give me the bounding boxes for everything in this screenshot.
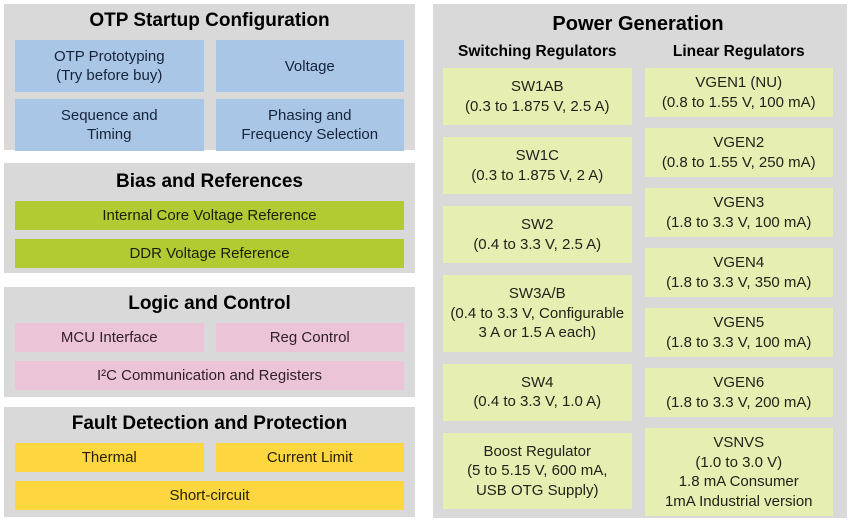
box-line: Boost Regulator xyxy=(483,442,592,460)
box-line: SW1C xyxy=(515,147,559,164)
logic-bars: I²C Communication and Registers xyxy=(15,361,404,390)
boost-regulator-box: Boost Regulator (5 to 5.15 V, 600 mA, USB … xyxy=(443,432,632,509)
vgen6-box: VGEN6 (1.8 to 3.3 V, 200 mA) xyxy=(644,368,833,417)
box-line: (0.8 to 1.55 V, 100 mA) xyxy=(661,93,816,111)
regulator-columns: Switching Regulators SW1AB (0.3 to 1.875 … xyxy=(443,42,833,516)
vgen3-box: VGEN3 (1.8 to 3.3 V, 100 mA) xyxy=(644,188,833,237)
box-line: (1.0 to 3.0 V) xyxy=(695,453,783,471)
section-otp-startup-configuration: OTP Startup Configuration OTP Prototypin… xyxy=(4,4,415,151)
reg-control-box: Reg Control xyxy=(215,323,404,352)
section-fault-detection-and-protection: Fault Detection and Protection Thermal Cu… xyxy=(4,407,415,517)
box-line: Frequency Selection xyxy=(241,126,379,143)
box-line: Thermal xyxy=(81,449,137,466)
fault-bars: Short-circuit xyxy=(15,481,404,510)
section-power-generation: Power Generation Switching Regulators SW… xyxy=(433,4,847,518)
box-line: (0.3 to 1.875 V, 2.5 A) xyxy=(464,97,610,115)
box-line: SW3A/B xyxy=(508,285,566,302)
box-line: SW4 xyxy=(520,373,554,391)
box-line: VGEN5 xyxy=(713,314,765,331)
box-line: MCU Interface xyxy=(60,329,158,346)
thermal-box: Thermal xyxy=(15,443,204,472)
box-line: VSNVS xyxy=(713,434,765,451)
switching-regulators-column: Switching Regulators SW1AB (0.3 to 1.875 … xyxy=(443,42,632,516)
box-line: VGEN6 xyxy=(713,374,765,391)
logic-grid: MCU Interface Reg Control xyxy=(15,323,404,352)
section-logic-and-control: Logic and Control MCU Interface Reg Contr… xyxy=(4,287,415,397)
box-line: (0.4 to 3.3 V, 1.0 A) xyxy=(473,393,602,410)
sw2-box: SW2 (0.4 to 3.3 V, 2.5 A) xyxy=(443,206,632,263)
logic-section-title: Logic and Control xyxy=(128,293,291,314)
box-line: Voltage xyxy=(284,57,335,75)
fault-section-title: Fault Detection and Protection xyxy=(71,413,348,434)
vgen1-box: VGEN1 (NU) (0.8 to 1.55 V, 100 mA) xyxy=(644,68,833,117)
box-line: (Try before buy) xyxy=(56,67,163,84)
bias-section-title: Bias and References xyxy=(116,171,303,192)
ddr-voltage-reference-bar: DDR Voltage Reference xyxy=(15,239,404,268)
linear-regulators-header: Linear Regulators xyxy=(672,43,805,60)
box-line: Current Limit xyxy=(266,449,353,466)
box-line: (0.4 to 3.3 V, 2.5 A) xyxy=(473,235,602,253)
internal-core-voltage-reference-bar: Internal Core Voltage Reference xyxy=(15,201,404,230)
box-line: I²C Communication and Registers xyxy=(96,367,323,384)
box-line: Reg Control xyxy=(269,329,350,346)
box-line: (5 to 5.15 V, 600 mA, xyxy=(467,462,608,479)
fault-grid: Thermal Current Limit xyxy=(15,443,404,472)
section-bias-and-references: Bias and References Internal Core Voltag… xyxy=(4,163,415,273)
otp-prototyping-box: OTP Prototyping (Try before buy) xyxy=(15,40,204,92)
box-line: VGEN4 xyxy=(713,254,765,271)
box-line: Sequence and xyxy=(60,107,158,124)
i2c-communication-registers-bar: I²C Communication and Registers xyxy=(15,361,404,390)
switching-regulators-header: Switching Regulators xyxy=(458,43,617,60)
box-line: Short-circuit xyxy=(169,487,250,504)
vgen4-box: VGEN4 (1.8 to 3.3 V, 350 mA) xyxy=(644,248,833,297)
box-line: 1.8 mA Consumer xyxy=(678,473,799,490)
box-line: (1.8 to 3.3 V, 350 mA) xyxy=(666,273,812,291)
mcu-interface-box: MCU Interface xyxy=(15,323,204,352)
sw3ab-box: SW3A/B (0.4 to 3.3 V, Configurable 3 A or … xyxy=(443,275,632,352)
switching-regulator-list: SW1AB (0.3 to 1.875 V, 2.5 A) SW1C (0.3 to … xyxy=(443,68,632,509)
box-line: (1.8 to 3.3 V, 100 mA) xyxy=(666,213,812,231)
vgen5-box: VGEN5 (1.8 to 3.3 V, 100 mA) xyxy=(644,308,833,357)
short-circuit-bar: Short-circuit xyxy=(15,481,404,510)
sw1ab-box: SW1AB (0.3 to 1.875 V, 2.5 A) xyxy=(443,68,632,125)
box-line: (1.8 to 3.3 V, 200 mA) xyxy=(666,393,812,411)
box-line: 3 A or 1.5 A each) xyxy=(478,324,597,341)
box-line: VGEN1 (NU) xyxy=(695,74,783,91)
otp-section-title: OTP Startup Configuration xyxy=(89,10,330,31)
box-line: (1.8 to 3.3 V, 100 mA) xyxy=(666,333,812,351)
vsnvs-box: VSNVS (1.0 to 3.0 V) 1.8 mA Consumer 1mA In… xyxy=(644,428,833,516)
current-limit-box: Current Limit xyxy=(215,443,404,472)
box-line: Timing xyxy=(87,126,132,143)
box-line: 1mA Industrial version xyxy=(664,492,813,510)
box-line: DDR Voltage Reference xyxy=(129,245,290,262)
voltage-box: Voltage xyxy=(215,40,404,92)
box-line: OTP Prototyping xyxy=(53,48,165,65)
sw1c-box: SW1C (0.3 to 1.875 V, 2 A) xyxy=(443,137,632,194)
linear-regulators-column: Linear Regulators VGEN1 (NU) (0.8 to 1.55… xyxy=(644,42,833,516)
vgen2-box: VGEN2 (0.8 to 1.55 V, 250 mA) xyxy=(644,128,833,177)
box-line: Phasing and xyxy=(268,107,352,124)
power-generation-title: Power Generation xyxy=(552,13,724,35)
box-line: SW1AB xyxy=(510,78,564,95)
left-column: OTP Startup Configuration OTP Prototypin… xyxy=(4,4,415,517)
box-line: VGEN3 xyxy=(713,194,765,211)
sw4-box: SW4 (0.4 to 3.3 V, 1.0 A) xyxy=(443,363,632,421)
box-line: VGEN2 xyxy=(713,134,765,151)
linear-regulator-list: VGEN1 (NU) (0.8 to 1.55 V, 100 mA) VGEN2 (0… xyxy=(644,68,833,516)
box-line: (0.3 to 1.875 V, 2 A) xyxy=(471,166,604,184)
box-line: Internal Core Voltage Reference xyxy=(102,207,317,224)
box-line: SW2 xyxy=(520,216,554,233)
box-line: (0.8 to 1.55 V, 250 mA) xyxy=(661,153,816,171)
box-line: USB OTG Supply) xyxy=(475,481,599,499)
box-line: (0.4 to 3.3 V, Configurable xyxy=(450,304,625,322)
